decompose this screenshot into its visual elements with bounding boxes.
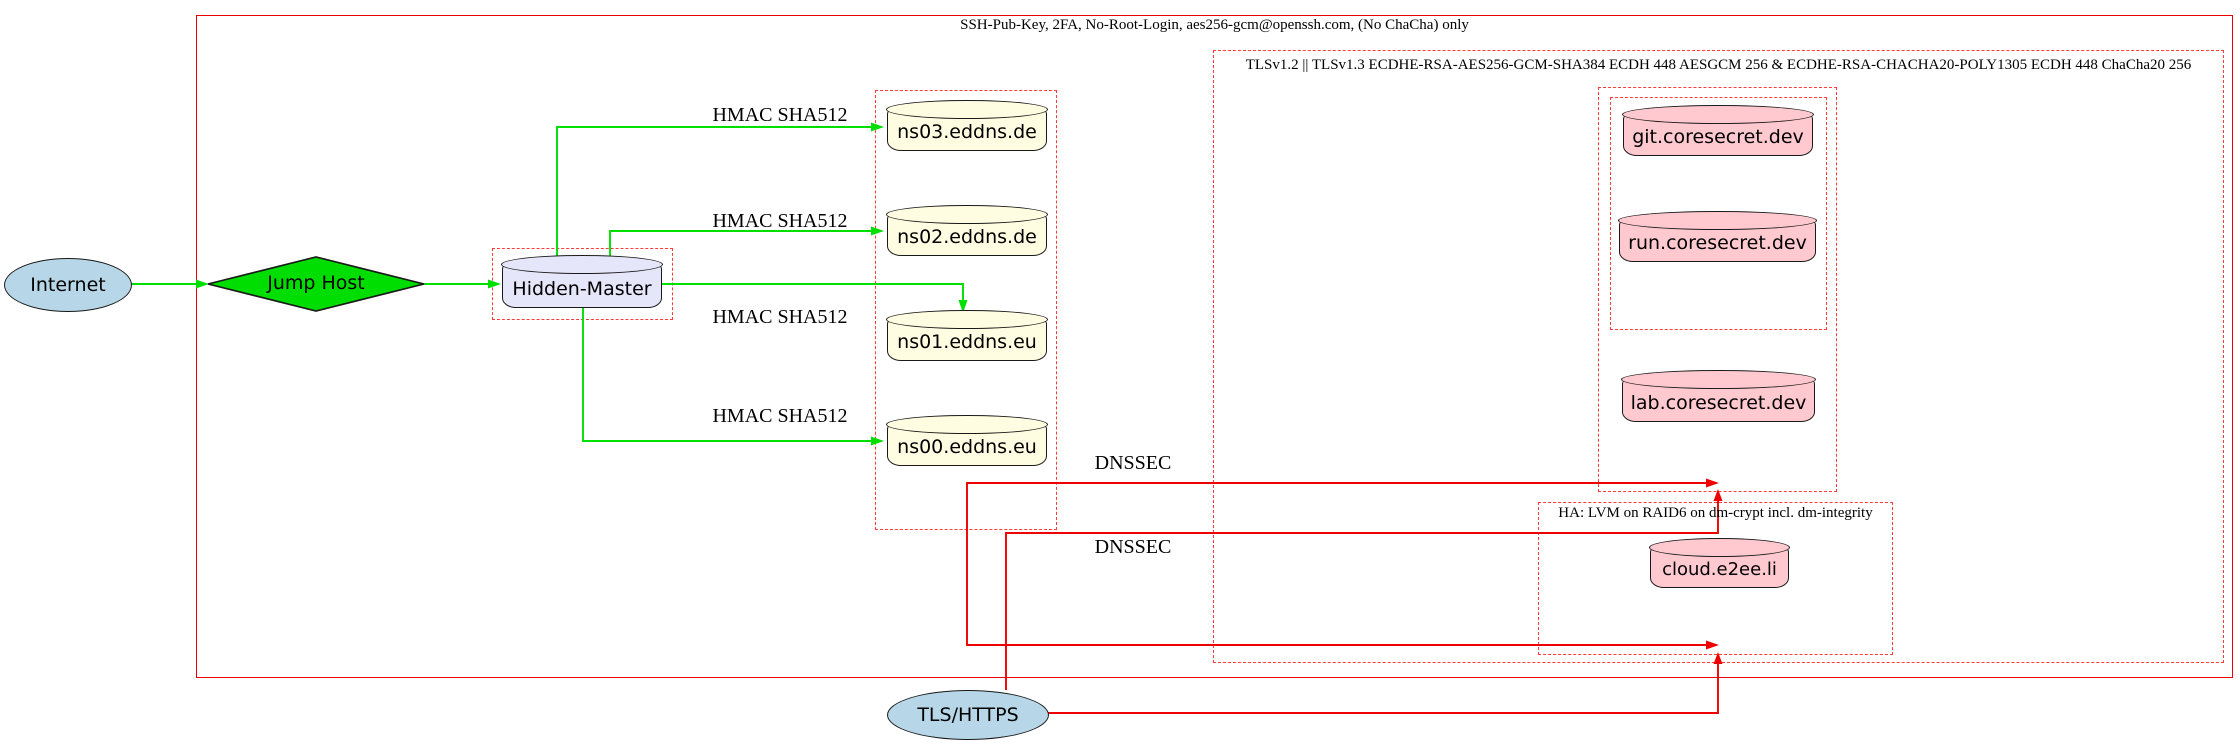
node-ns02: ns02.eddns.de [886,205,1048,256]
node-tls-https: TLS/HTTPS [887,690,1049,740]
cluster-ha-label: HA: LVM on RAID6 on dm-crypt incl. dm-in… [1558,505,1873,521]
node-run-coresecret: run.coresecret.dev [1618,211,1817,262]
node-internet: Internet [4,258,132,312]
node-hidden-master: Hidden-Master [501,255,663,308]
node-ns01-label: ns01.eddns.eu [897,331,1037,353]
cluster-ha-box [1538,502,1893,655]
node-ns00-label: ns00.eddns.eu [897,436,1037,458]
node-internet-label: Internet [30,274,106,296]
cluster-nameservers-box [875,90,1057,530]
arrowhead-ns00 [871,436,884,446]
cluster-ssh-box [196,15,2233,678]
edge-dnssec-tls-to-services [1005,501,1719,690]
node-lab-coresecret: lab.coresecret.dev [1621,370,1816,422]
node-jump-host-label: Jump Host [267,272,365,294]
node-jump-host-diamond [207,256,425,312]
arrowhead-jumphost [196,279,209,289]
arrowhead-hiddenmaster [488,279,501,289]
edge-hiddenmaster-to-ns03 [556,126,872,264]
cluster-services-inner-box [1610,97,1827,330]
edge-label-dnssec-2: DNSSEC [1094,536,1172,558]
arrowhead-ns01 [958,300,968,313]
edge-label-hmac-ns03: HMAC SHA512 [712,104,848,126]
edge-label-dnssec-1: DNSSEC [1094,452,1172,474]
arrowhead-ns03 [871,122,884,132]
edge-label-hmac-ns01: HMAC SHA512 [712,306,848,328]
arrowhead-ns02 [871,226,884,236]
node-cloud-label: cloud.e2ee.li [1662,559,1777,580]
edge-dnssec-ns-to-services [966,482,1707,530]
node-ns03-label: ns03.eddns.de [897,121,1037,143]
node-hidden-master-label: Hidden-Master [512,278,652,300]
node-cloud-e2ee: cloud.e2ee.li [1649,538,1790,588]
node-lab-label: lab.coresecret.dev [1630,392,1807,414]
node-git-label: git.coresecret.dev [1632,126,1804,148]
node-ns02-label: ns02.eddns.de [897,226,1037,248]
edge-label-hmac-ns00: HMAC SHA512 [712,405,848,427]
arrowhead-ha-right [1706,640,1719,650]
node-ns03: ns03.eddns.de [886,100,1048,151]
edge-hiddenmaster-to-ns02 [609,230,872,264]
node-ns01: ns01.eddns.eu [886,310,1048,361]
node-ns00: ns00.eddns.eu [886,415,1048,466]
node-git-coresecret: git.coresecret.dev [1622,105,1814,156]
edge-ns-to-ha [966,530,1707,646]
edge-label-hmac-ns02: HMAC SHA512 [712,210,848,232]
cluster-tls-label: TLSv1.2 || TLSv1.3 ECDHE-RSA-AES256-GCM-… [1245,57,2192,73]
node-tls-https-label: TLS/HTTPS [917,704,1019,726]
arrowhead-services-up [1713,489,1723,501]
node-run-label: run.coresecret.dev [1628,232,1807,254]
edge-tlshttps-to-ha [1047,664,1719,714]
arrowhead-ha-up [1713,652,1723,664]
edge-hiddenmaster-to-ns01 [662,283,964,301]
arrowhead-services-right [1706,478,1719,488]
cluster-ssh-label: SSH-Pub-Key, 2FA, No-Root-Login, aes256-… [960,17,1469,33]
edge-hiddenmaster-to-ns00 [582,308,872,442]
